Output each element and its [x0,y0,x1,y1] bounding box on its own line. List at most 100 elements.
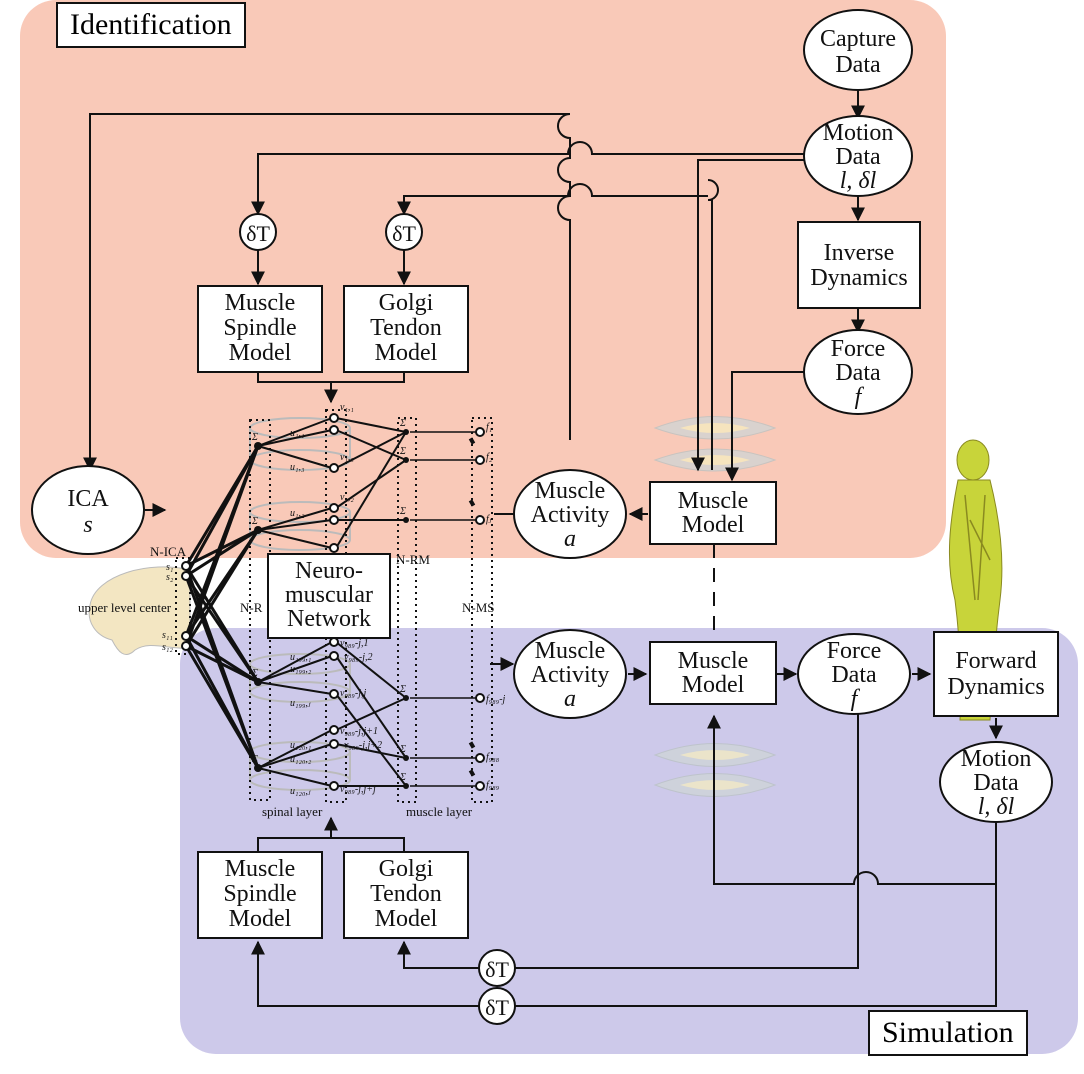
simulation-label: Simulation [868,1010,1028,1056]
n-rm-label: N-RM [396,552,430,567]
force-data-bottom-line-3: f [851,686,861,712]
n-ica-label: N-ICA [150,544,187,559]
n-r-label: N-R [240,600,263,615]
spinal-layer-label: spinal layer [262,804,323,819]
neural-network: N-ICA N-R N-RM N-MS upper level center s… [78,402,506,819]
muscle-activity-bottom-line-3: a [564,686,576,712]
v-label: v₉₈₉-j,j+1 [340,726,378,737]
neuromuscular-network-box [267,553,391,639]
f-label: f₂ [486,452,493,463]
muscle-activity-bottom-line-1: Muscle [535,638,606,664]
force-data-bottom-line-1: Force [827,638,882,664]
v-label: v₉₈₉-j,j+2 [344,740,382,751]
forward-dynamics-line-2: Dynamics [947,674,1044,700]
f-label: f₉₈₉-j [486,694,506,705]
neuromuscular-line-1: Neuro- [295,558,363,584]
inverse-dynamics-box [797,221,921,309]
force-data-top-node [803,329,913,415]
brain-shape [88,566,191,655]
motion-data-top-node [803,115,913,197]
muscle-spindle-top-line-3: Model [229,340,292,366]
sigma-label: Σ [251,754,258,765]
sigma-label: Σ [399,506,406,517]
delta-t-3-label: δT [485,957,509,982]
muscle-activity-top-line-2: Activity [531,502,610,528]
golgi-tendon-top-line-2: Tendon [370,315,442,341]
neuromuscular-line-3: Network [287,606,371,632]
delta-t-2-node [385,213,423,251]
sigma-label: Σ [399,744,406,755]
v-label: v₉₈₉-j,2 [344,652,372,663]
golgi-tendon-top-box [343,285,469,373]
force-data-bottom-line-2: Data [831,662,877,688]
forward-dynamics-line-1: Forward [955,648,1036,674]
u-label: u₁,₁ [290,428,304,439]
muscle-layer-label: muscle layer [406,804,473,819]
ica-line-1: ICA [67,486,109,512]
muscle-activity-top-line-3: a [564,526,576,552]
sigma-label: Σ [399,446,406,457]
sigma-label: Σ [251,516,258,527]
muscle-activity-top-node [513,469,627,559]
ica-node [31,465,145,555]
sigma-label: Σ [399,684,406,695]
u-label: u₁₉₉,₁ [290,652,311,663]
force-data-top-line-2: Data [835,360,881,386]
neuromuscular-line-2: muscular [285,582,373,608]
muscle-spindle-bottom-line-2: Spindle [223,881,296,907]
sigma-label: Σ [399,772,406,783]
force-data-top-line-3: f [855,384,865,410]
muscle-spindle-top-line-2: Spindle [223,315,296,341]
delta-t-4-node [478,987,516,1025]
delta-t-2-label: δT [392,221,416,246]
s2-label: s₂ [166,572,174,583]
muscle-spindle-top-line-1: Muscle [225,290,296,316]
muscle-model-top-line-1: Muscle [678,488,749,514]
golgi-tendon-top-line-1: Golgi [379,290,434,316]
force-data-top-line-1: Force [831,336,886,362]
f-label: f₉₈₈ [486,752,500,763]
golgi-tendon-top-line-3: Model [375,340,438,366]
delta-t-1-label: δT [246,221,270,246]
muscle-spindle-top-box [197,285,323,373]
motion-data-top-line-2: Data [835,144,881,170]
u-label: u₁₉₉,₂ [290,664,312,675]
muscle-activity-top-line-1: Muscle [535,478,606,504]
motion-data-bottom-line-3: l, δl [978,794,1015,820]
v-label: v₁,₁ [340,402,354,413]
f-label: f₁ [486,422,492,433]
muscle-model-bottom-box [649,641,777,705]
ica-line-2: s [83,512,92,538]
capture-data-line-1: Capture [820,26,896,52]
inverse-dynamics-line-2: Dynamics [810,265,907,291]
motion-data-top-line-3: l, δl [840,168,877,194]
n-ms-label: N-MS [462,600,495,615]
muscle-activity-bottom-node [513,629,627,719]
motion-data-bottom-line-1: Motion [961,746,1032,772]
s1-label: s₁ [166,562,173,573]
motion-data-bottom-node [939,741,1053,823]
muscle-spindle-bottom-line-1: Muscle [225,856,296,882]
capture-data-line-2: Data [835,52,881,78]
force-data-bottom-node [797,633,911,715]
u-label: u₁,₂ [290,508,305,519]
muscle-spindle-bottom-box [197,851,323,939]
identification-label: Identification [56,2,246,48]
sigma-label: Σ [251,432,258,443]
forward-dynamics-box [933,631,1059,717]
delta-t-3-node [478,949,516,987]
golgi-tendon-bottom-line-3: Model [375,906,438,932]
v-label: v₉₈₉-j,1 [340,638,368,649]
u-label: u₁₂₀,ⱼ [290,786,311,797]
delta-t-1-node [239,213,277,251]
capture-data-node [803,9,913,91]
golgi-tendon-bottom-line-2: Tendon [370,881,442,907]
s12-label: s₁₂ [162,642,173,653]
sigma-label: Σ [399,418,406,429]
s11-label: s₁₁ [162,630,173,641]
v-label: v₁,₃ [340,452,354,463]
v-label: v₁,₂ [340,492,354,503]
muscle-model-top-box [649,481,777,545]
sigma-label: Σ [251,668,258,679]
